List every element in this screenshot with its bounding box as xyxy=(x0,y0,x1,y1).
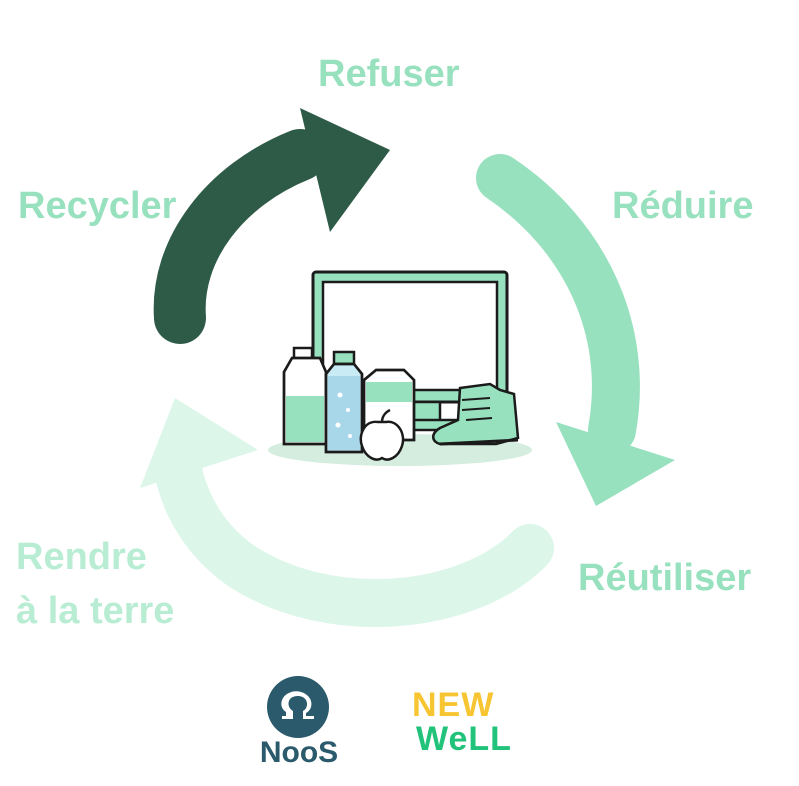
boot-icon xyxy=(432,382,520,446)
reduire-text: Réduire xyxy=(612,185,754,227)
newwell-logo: NEW WeLL xyxy=(410,686,550,766)
jug-icon xyxy=(282,346,328,446)
step-label-recycler: Recycler xyxy=(18,184,176,230)
bottle-icon xyxy=(324,350,364,454)
noos-logo-mark xyxy=(267,676,329,738)
newwell-logo-line1: NEW xyxy=(412,686,495,724)
step-label-reduire: Réduire xyxy=(612,184,753,230)
noos-logo-text: NooS xyxy=(259,736,339,769)
noos-omega-icon xyxy=(281,691,314,719)
step-label-rendre-a-la-terre: Rendre à la terre xyxy=(16,530,174,638)
recycler-text: Recycler xyxy=(18,185,177,227)
rendre-text-line2: à la terre xyxy=(16,590,175,632)
reutiliser-text: Réutiliser xyxy=(578,557,752,599)
noos-logo: NooS xyxy=(254,676,344,776)
rendre-text-line1: Rendre xyxy=(16,536,147,578)
step-label-refuser: Refuser xyxy=(318,52,460,98)
center-illustration xyxy=(268,270,532,466)
refuser-text: Refuser xyxy=(318,53,460,95)
newwell-logo-line2: WeLL xyxy=(416,720,512,758)
arrow-reduire xyxy=(476,154,675,506)
step-label-reutiliser: Réutiliser xyxy=(578,556,751,602)
arrow-rendre-a-la-terre xyxy=(140,398,554,627)
arrow-recycler xyxy=(153,108,390,344)
apple-icon xyxy=(359,408,405,461)
